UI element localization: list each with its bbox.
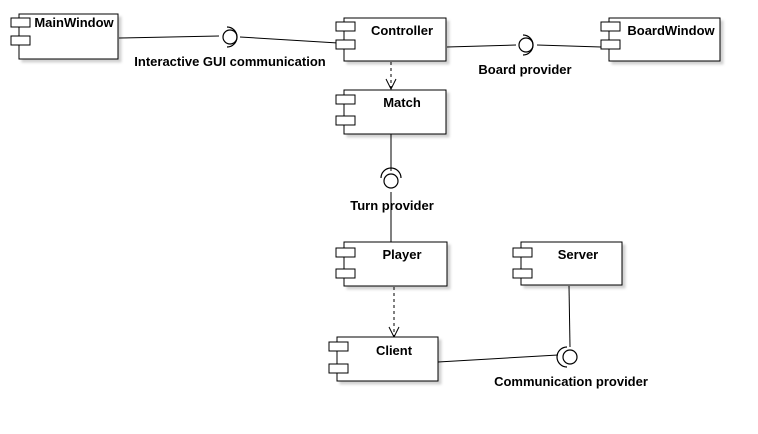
component-boardwindow-label: BoardWindow bbox=[627, 23, 715, 38]
component-client-label: Client bbox=[376, 343, 413, 358]
interface-turn-socket-icon bbox=[380, 167, 402, 179]
component-match-label: Match bbox=[383, 95, 421, 110]
interface-turn-ball-icon bbox=[383, 173, 399, 189]
component-icon bbox=[600, 21, 621, 50]
component-mainwindow-label: MainWindow bbox=[34, 15, 114, 30]
interface-board-ball-icon bbox=[518, 37, 534, 53]
interface-communication-label: Communication provider bbox=[494, 374, 648, 389]
interface-gui bbox=[222, 26, 238, 48]
dependency-arrowhead-match bbox=[385, 78, 397, 91]
component-match[interactable]: Match bbox=[335, 89, 447, 135]
component-mainwindow[interactable]: MainWindow bbox=[10, 13, 119, 60]
component-controller[interactable]: Controller bbox=[335, 17, 447, 62]
connector-mainwindow-gui bbox=[118, 35, 220, 39]
interface-turn bbox=[380, 167, 402, 189]
connector-server-communication bbox=[568, 285, 571, 348]
component-boardwindow[interactable]: BoardWindow bbox=[600, 17, 721, 62]
component-icon bbox=[328, 341, 349, 374]
connector-gui-controller bbox=[239, 36, 339, 44]
interface-turn-label: Turn provider bbox=[350, 198, 434, 213]
interface-gui-ball-icon bbox=[222, 29, 238, 45]
component-icon bbox=[10, 17, 31, 46]
component-server[interactable]: Server bbox=[512, 241, 623, 286]
interface-communication bbox=[556, 346, 578, 368]
component-icon bbox=[335, 94, 356, 126]
connector-board-boardwindow bbox=[536, 44, 602, 48]
connector-controller-board bbox=[446, 44, 517, 48]
interface-communication-socket-icon bbox=[556, 346, 568, 368]
interface-board-label: Board provider bbox=[478, 62, 571, 77]
interface-board bbox=[518, 34, 534, 56]
component-player[interactable]: Player bbox=[335, 241, 448, 287]
component-icon bbox=[335, 247, 356, 279]
interface-communication-ball-icon bbox=[562, 349, 578, 365]
component-icon bbox=[512, 247, 533, 279]
component-player-label: Player bbox=[382, 247, 421, 262]
interface-gui-label: Interactive GUI communication bbox=[134, 54, 325, 69]
component-controller-label: Controller bbox=[371, 23, 433, 38]
connector-communication-client bbox=[437, 354, 559, 363]
interface-board-socket-icon bbox=[522, 34, 534, 56]
component-client[interactable]: Client bbox=[328, 336, 439, 382]
interface-gui-socket-icon bbox=[226, 26, 238, 48]
component-server-label: Server bbox=[558, 247, 598, 262]
component-icon bbox=[335, 21, 356, 50]
